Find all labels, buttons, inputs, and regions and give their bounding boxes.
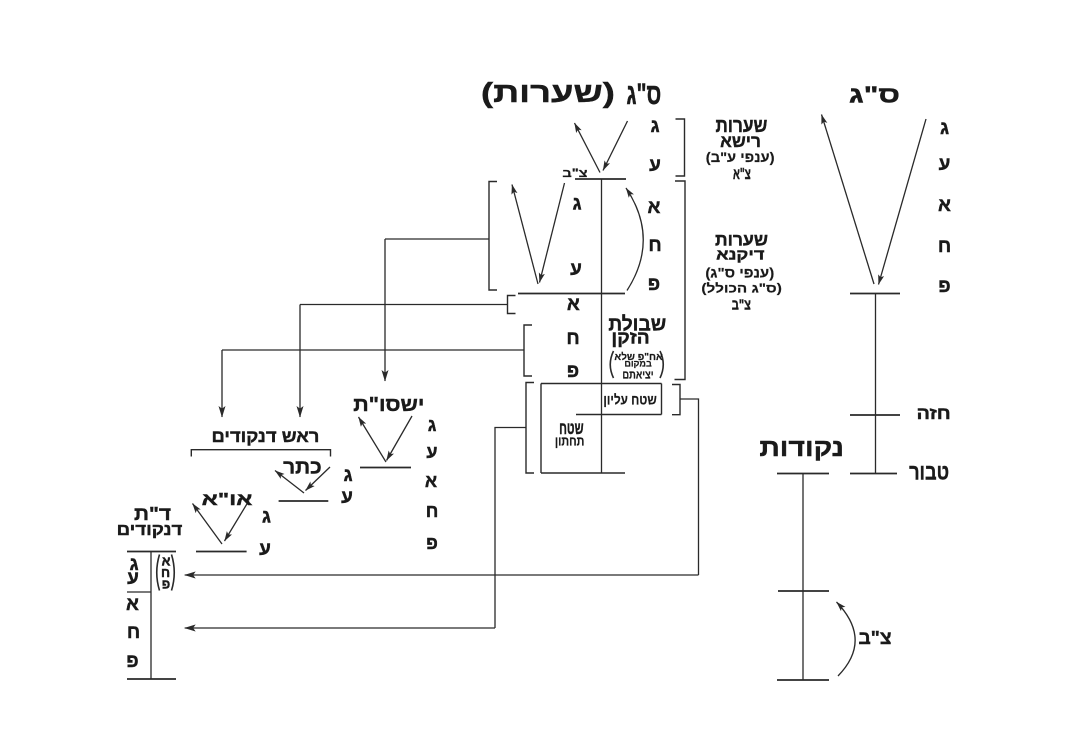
svg-text:רישא: רישא <box>720 131 761 151</box>
svg-text:ג: ג <box>572 194 581 215</box>
svg-text:ישסו"ת: ישסו"ת <box>353 394 424 416</box>
svg-text:ג: ג <box>940 118 949 139</box>
svg-text:פ: פ <box>126 651 138 672</box>
svg-text:פ: פ <box>938 276 950 297</box>
svg-text:ח: ח <box>566 328 579 349</box>
svg-text:ס"ג: ס"ג <box>626 79 661 111</box>
svg-text:ג: ג <box>650 116 659 137</box>
svg-text:(שערות): (שערות) <box>481 77 615 108</box>
svg-text:צ"א: צ"א <box>733 165 751 183</box>
svg-text:דנקודים: דנקודים <box>117 520 183 539</box>
svg-text:או"א: או"א <box>202 490 253 509</box>
svg-text:שבולת: שבולת <box>608 313 666 335</box>
svg-text:ג: ג <box>129 554 138 575</box>
svg-text:תחתון: תחתון <box>555 433 585 448</box>
svg-text:פ: פ <box>648 274 660 295</box>
svg-text:א: א <box>425 471 437 491</box>
svg-text:נקודות: נקודות <box>759 434 844 462</box>
svg-text:א: א <box>162 554 171 569</box>
svg-text:ח: ח <box>426 501 439 521</box>
svg-text:ע: ע <box>426 442 437 462</box>
svg-text:טבור: טבור <box>909 461 949 485</box>
svg-text:ח: ח <box>161 565 170 580</box>
svg-text:כתר: כתר <box>283 457 322 478</box>
svg-text:יציאתם: יציאתם <box>622 368 653 381</box>
svg-text:פ: פ <box>162 577 170 592</box>
svg-text:ד"ת: ד"ת <box>134 504 171 525</box>
svg-text:שערות: שערות <box>715 114 767 137</box>
svg-text:א: א <box>648 197 661 218</box>
svg-text:פ: פ <box>426 533 438 553</box>
svg-text:(ס"ג הכולל): (ס"ג הכולל) <box>701 281 781 295</box>
svg-text:שטח: שטח <box>559 420 584 439</box>
svg-text:ראש דנקודים: ראש דנקודים <box>211 426 319 445</box>
svg-text:דיקנא: דיקנא <box>716 246 765 263</box>
svg-text:אח"פ שלא: אח"פ שלא <box>614 352 663 363</box>
svg-text:(ענפי ע"ב): (ענפי ע"ב) <box>706 151 775 167</box>
svg-text:א: א <box>938 195 951 216</box>
svg-text:צ"ב: צ"ב <box>562 166 587 179</box>
svg-text:ס"ג: ס"ג <box>849 81 900 107</box>
svg-text:א: א <box>567 294 580 315</box>
svg-text:שטח עליון: שטח עליון <box>603 391 656 407</box>
svg-text:ח: ח <box>938 236 951 257</box>
svg-text:חזה: חזה <box>916 404 950 423</box>
svg-text:ג: ג <box>262 507 271 528</box>
svg-text:פ: פ <box>567 361 579 382</box>
svg-text:צ"ב: צ"ב <box>732 296 751 313</box>
svg-text:ג: ג <box>428 415 437 435</box>
svg-text:צ"ב: צ"ב <box>858 628 891 649</box>
svg-text:ע: ע <box>939 154 951 175</box>
svg-text:שערות: שערות <box>715 230 768 250</box>
svg-text:ע: ע <box>341 487 353 508</box>
svg-text:ע: ע <box>127 568 139 589</box>
svg-text:ח: ח <box>127 622 140 643</box>
svg-text:הזקן: הזקן <box>611 327 649 348</box>
svg-text:במקום: במקום <box>624 359 652 369</box>
svg-text:(ענפי ס"ג): (ענפי ס"ג) <box>705 266 774 281</box>
svg-text:ע: ע <box>649 155 661 176</box>
svg-text:ע: ע <box>570 259 582 280</box>
svg-text:ע: ע <box>259 539 271 560</box>
svg-text:א: א <box>126 594 139 615</box>
svg-text:ח: ח <box>648 235 661 256</box>
svg-text:ג: ג <box>343 465 352 486</box>
